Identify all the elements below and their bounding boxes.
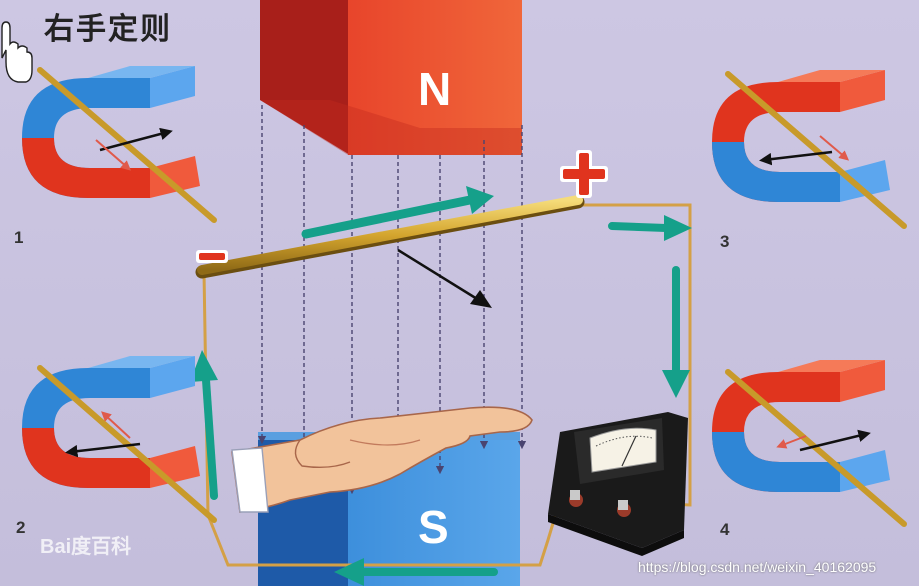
circuit-wire bbox=[202, 203, 692, 567]
current-arrow-down bbox=[662, 266, 690, 398]
current-arrow-along-rod bbox=[301, 186, 494, 239]
current-arrow-bottom bbox=[334, 558, 498, 586]
south-pole-label: S bbox=[418, 501, 449, 553]
current-arrow-right bbox=[608, 215, 692, 241]
source-credit: https://blog.csdn.net/weixin_40162095 bbox=[638, 559, 877, 575]
panel-number-1: 1 bbox=[14, 228, 24, 247]
baidu-watermark: Bai度百科 bbox=[40, 536, 132, 558]
panel-number-3: 3 bbox=[720, 232, 730, 251]
magnet-panel-1 bbox=[22, 66, 217, 223]
right-hand-icon bbox=[231, 406, 533, 513]
positive-terminal-sign bbox=[560, 150, 608, 198]
conducting-rod bbox=[195, 195, 585, 279]
diagram-title: 右手定则 bbox=[44, 12, 172, 47]
hand-cursor-icon bbox=[1, 21, 33, 83]
current-arrows bbox=[190, 186, 692, 586]
galvanometer-icon bbox=[548, 412, 688, 556]
magnet-panel-2 bbox=[22, 356, 217, 523]
north-pole-label: N bbox=[418, 63, 452, 115]
magnet-panel-3 bbox=[712, 70, 907, 229]
motion-arrow bbox=[397, 248, 492, 308]
panel-number-4: 4 bbox=[720, 520, 730, 539]
north-magnet bbox=[260, 0, 522, 155]
magnet-panel-4 bbox=[712, 360, 907, 527]
current-arrow-up bbox=[190, 350, 218, 500]
panel-number-2: 2 bbox=[16, 518, 26, 537]
negative-terminal-sign bbox=[196, 250, 228, 263]
